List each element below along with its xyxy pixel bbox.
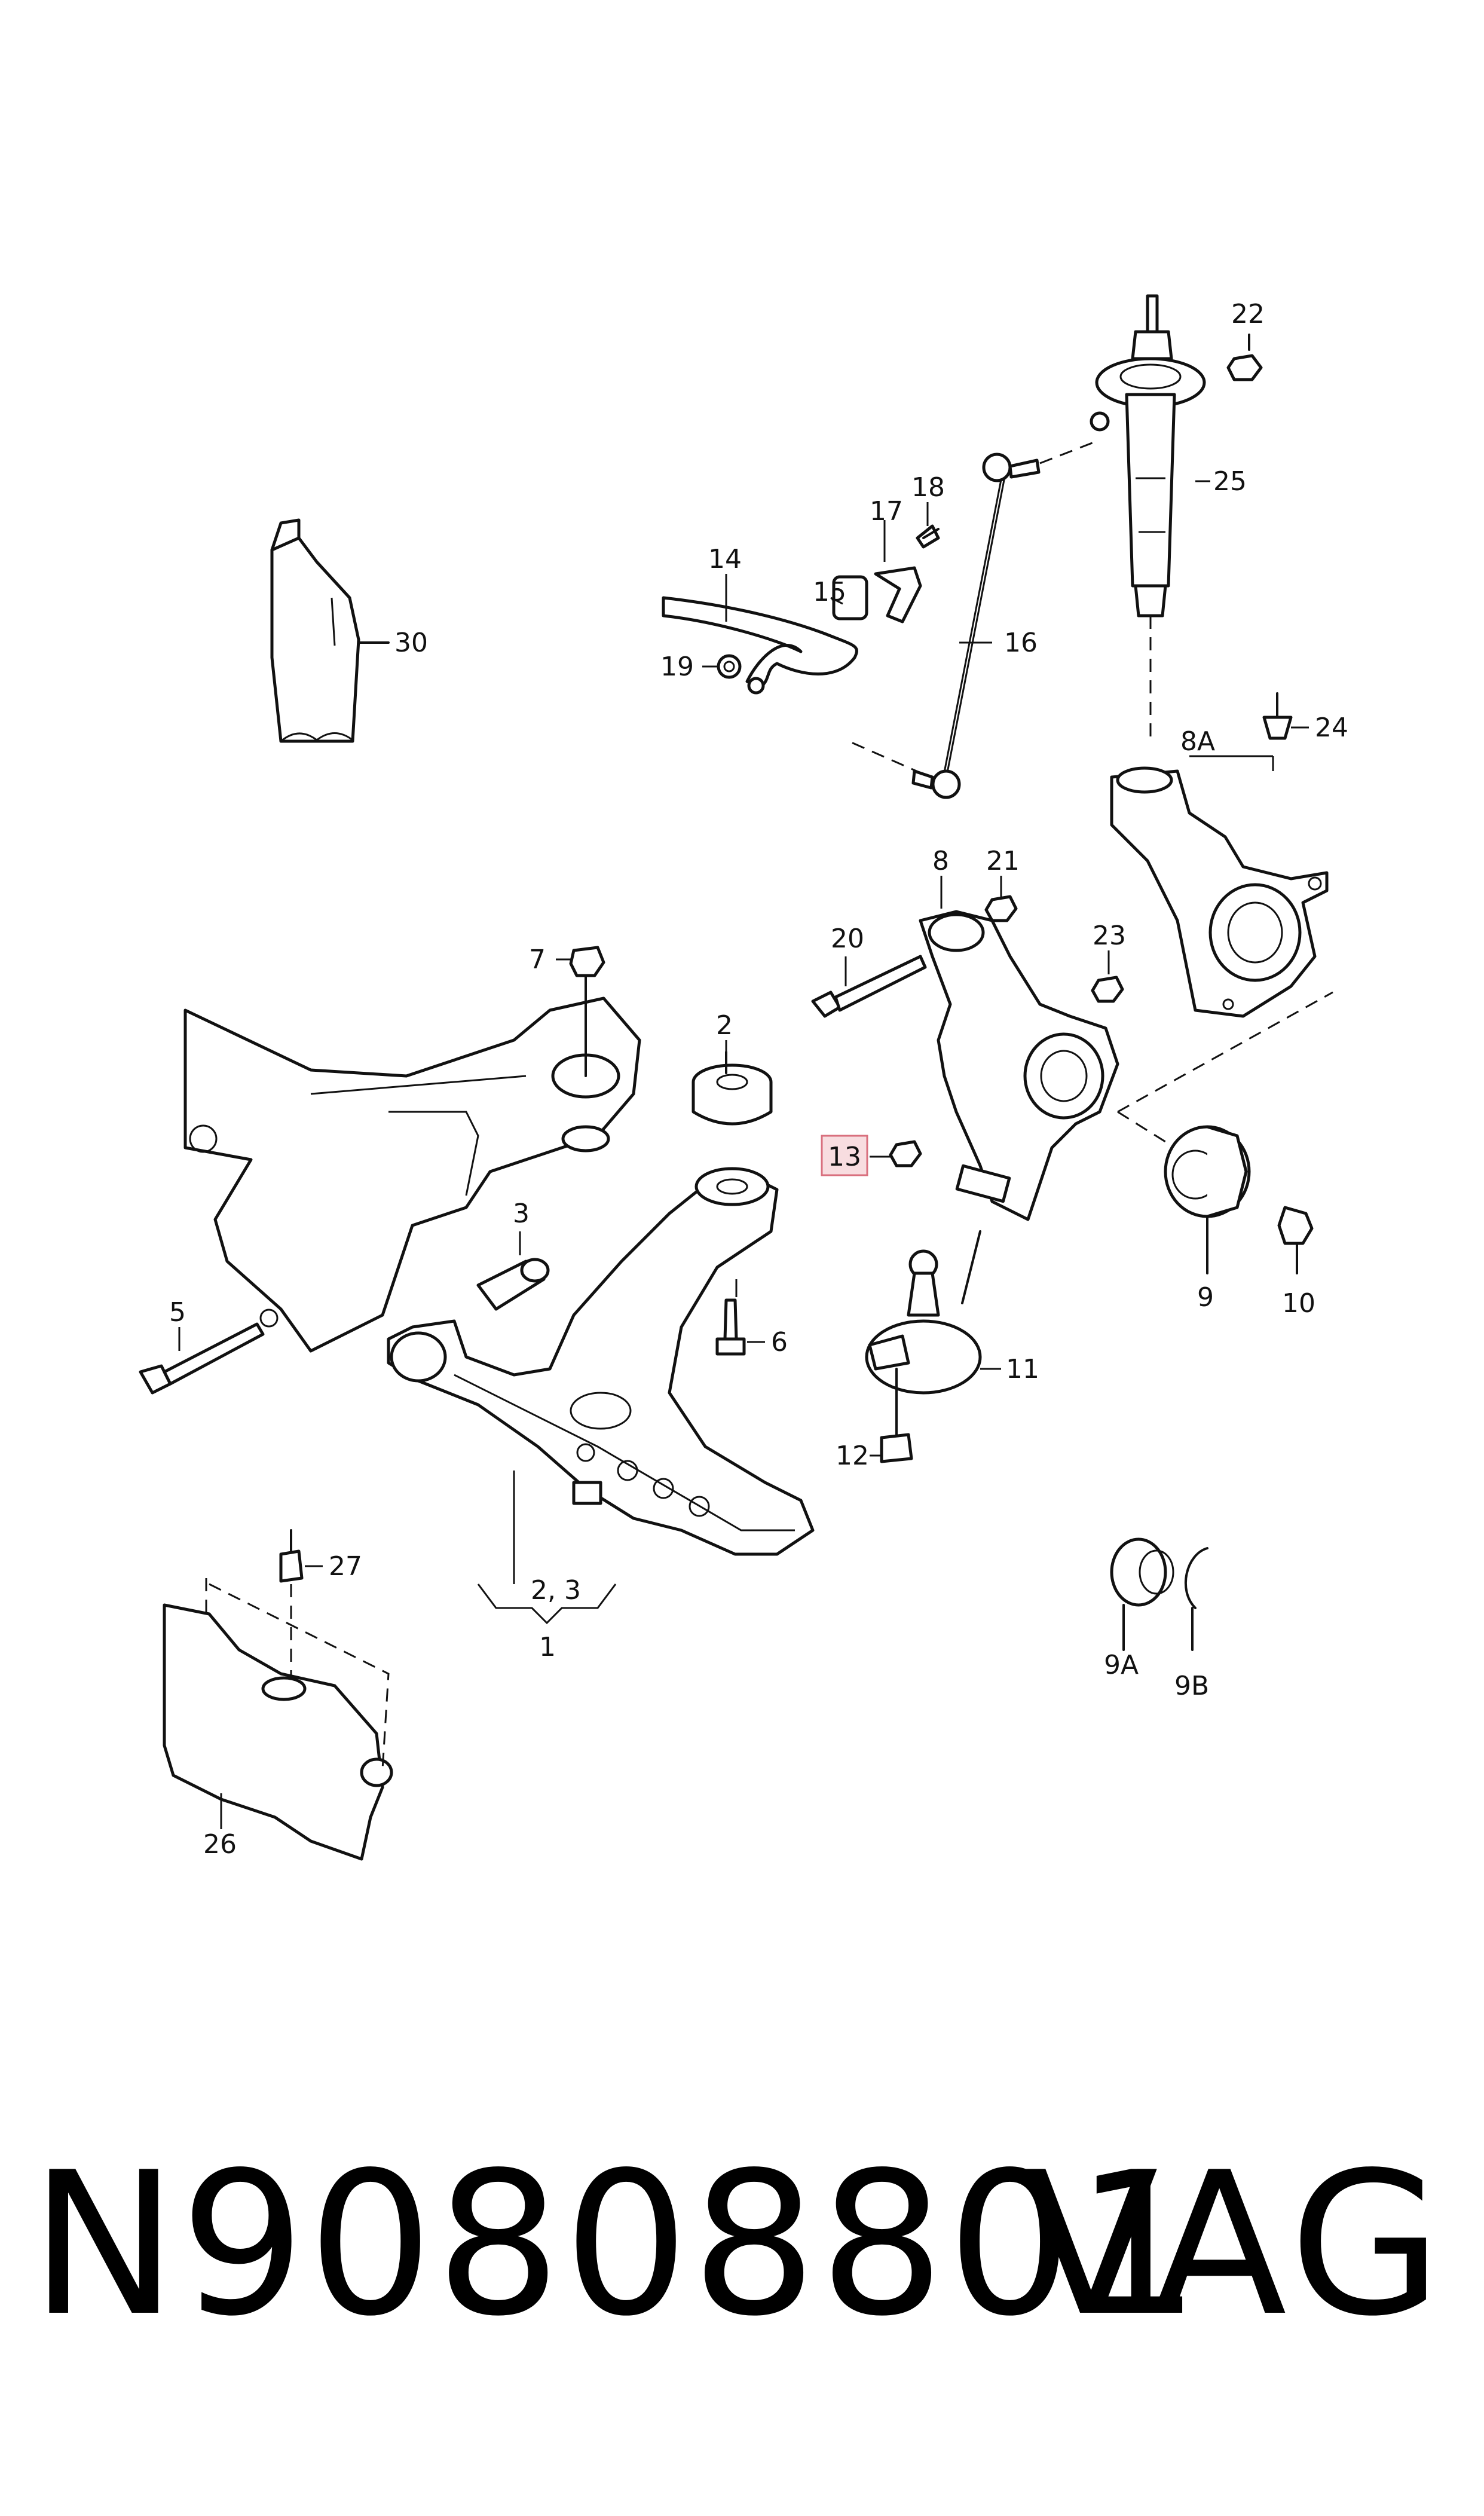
callout-22: 22 [1231, 299, 1265, 329]
callout-1: 1 [539, 1632, 556, 1662]
callout-9b: 9B [1174, 1671, 1209, 1701]
bearing-9a-9b-part [1110, 1537, 1208, 1651]
subframe-part [183, 946, 641, 1353]
grease-tube-part [270, 518, 390, 743]
control-arm-part [387, 1167, 815, 1556]
strut-nut-part [1226, 334, 1263, 381]
callout-labels: 1 2 2, 3 3 5 6 7 8 8A 9 9A 9B 10 11 12 1… [169, 299, 1348, 1860]
coupling-rod-part [848, 441, 1094, 799]
brand-name: VAG [1023, 2130, 1448, 2359]
callout-8: 8 [932, 846, 949, 876]
callout-14: 14 [708, 544, 742, 574]
suspension-exploded-diagram: 1 2 2, 3 3 5 6 7 8 8A 9 9A 9B 10 11 12 1… [139, 294, 1348, 1861]
stabilizer-bar-part [662, 524, 940, 695]
bolt-24-part [1262, 692, 1293, 740]
underbody-guard-part [163, 1529, 393, 1861]
callout-9: 9 [1197, 1282, 1214, 1313]
callout-10: 10 [1282, 1288, 1315, 1319]
callout-24: 24 [1315, 713, 1348, 743]
callout-15: 15 [813, 577, 846, 607]
bearing-housing-8a-part [1110, 766, 1329, 1018]
callout-2-3: 2, 3 [531, 1575, 581, 1606]
callout-16: 16 [1004, 628, 1038, 658]
callout-6: 6 [771, 1327, 788, 1358]
callout-2: 2 [716, 1010, 733, 1041]
leader-lines [178, 480, 1309, 1829]
callout-18: 18 [911, 472, 945, 503]
callout-13: 13 [828, 1142, 861, 1172]
callout-19: 19 [660, 652, 694, 682]
part-number: N90808801 [30, 2130, 1203, 2359]
callout-26: 26 [203, 1829, 237, 1860]
bearing-housing-8-part [919, 910, 1333, 1304]
callout-30: 30 [394, 628, 428, 658]
bolt-20-part [811, 955, 927, 1018]
callout-12: 12 [836, 1441, 869, 1471]
callout-3: 3 [513, 1199, 530, 1229]
callout-9a: 9A [1104, 1650, 1139, 1680]
callout-7: 7 [529, 944, 546, 975]
bolt-5-part [139, 1322, 265, 1395]
callout-17: 17 [870, 496, 903, 527]
bushing-2-part [691, 1051, 773, 1126]
callout-13-highlight [821, 1135, 868, 1176]
bushing-3-part [476, 1258, 550, 1311]
callout-8a: 8A [1180, 726, 1215, 757]
callout-5: 5 [169, 1297, 186, 1328]
screw-6-part [715, 1298, 746, 1356]
small-nuts-part [889, 895, 1124, 1167]
wheel-hub-part [1164, 1125, 1314, 1274]
ball-joint-part [865, 1249, 982, 1463]
callout-25: 25 [1213, 466, 1247, 497]
strut-assembly-part [1090, 294, 1206, 741]
callout-11: 11 [1006, 1354, 1039, 1384]
callout-20: 20 [831, 924, 864, 954]
callout-27: 27 [329, 1551, 362, 1582]
callout-23: 23 [1093, 921, 1126, 951]
footer: N90808801 VAG [0, 2134, 1484, 2469]
callout-21: 21 [986, 846, 1020, 876]
